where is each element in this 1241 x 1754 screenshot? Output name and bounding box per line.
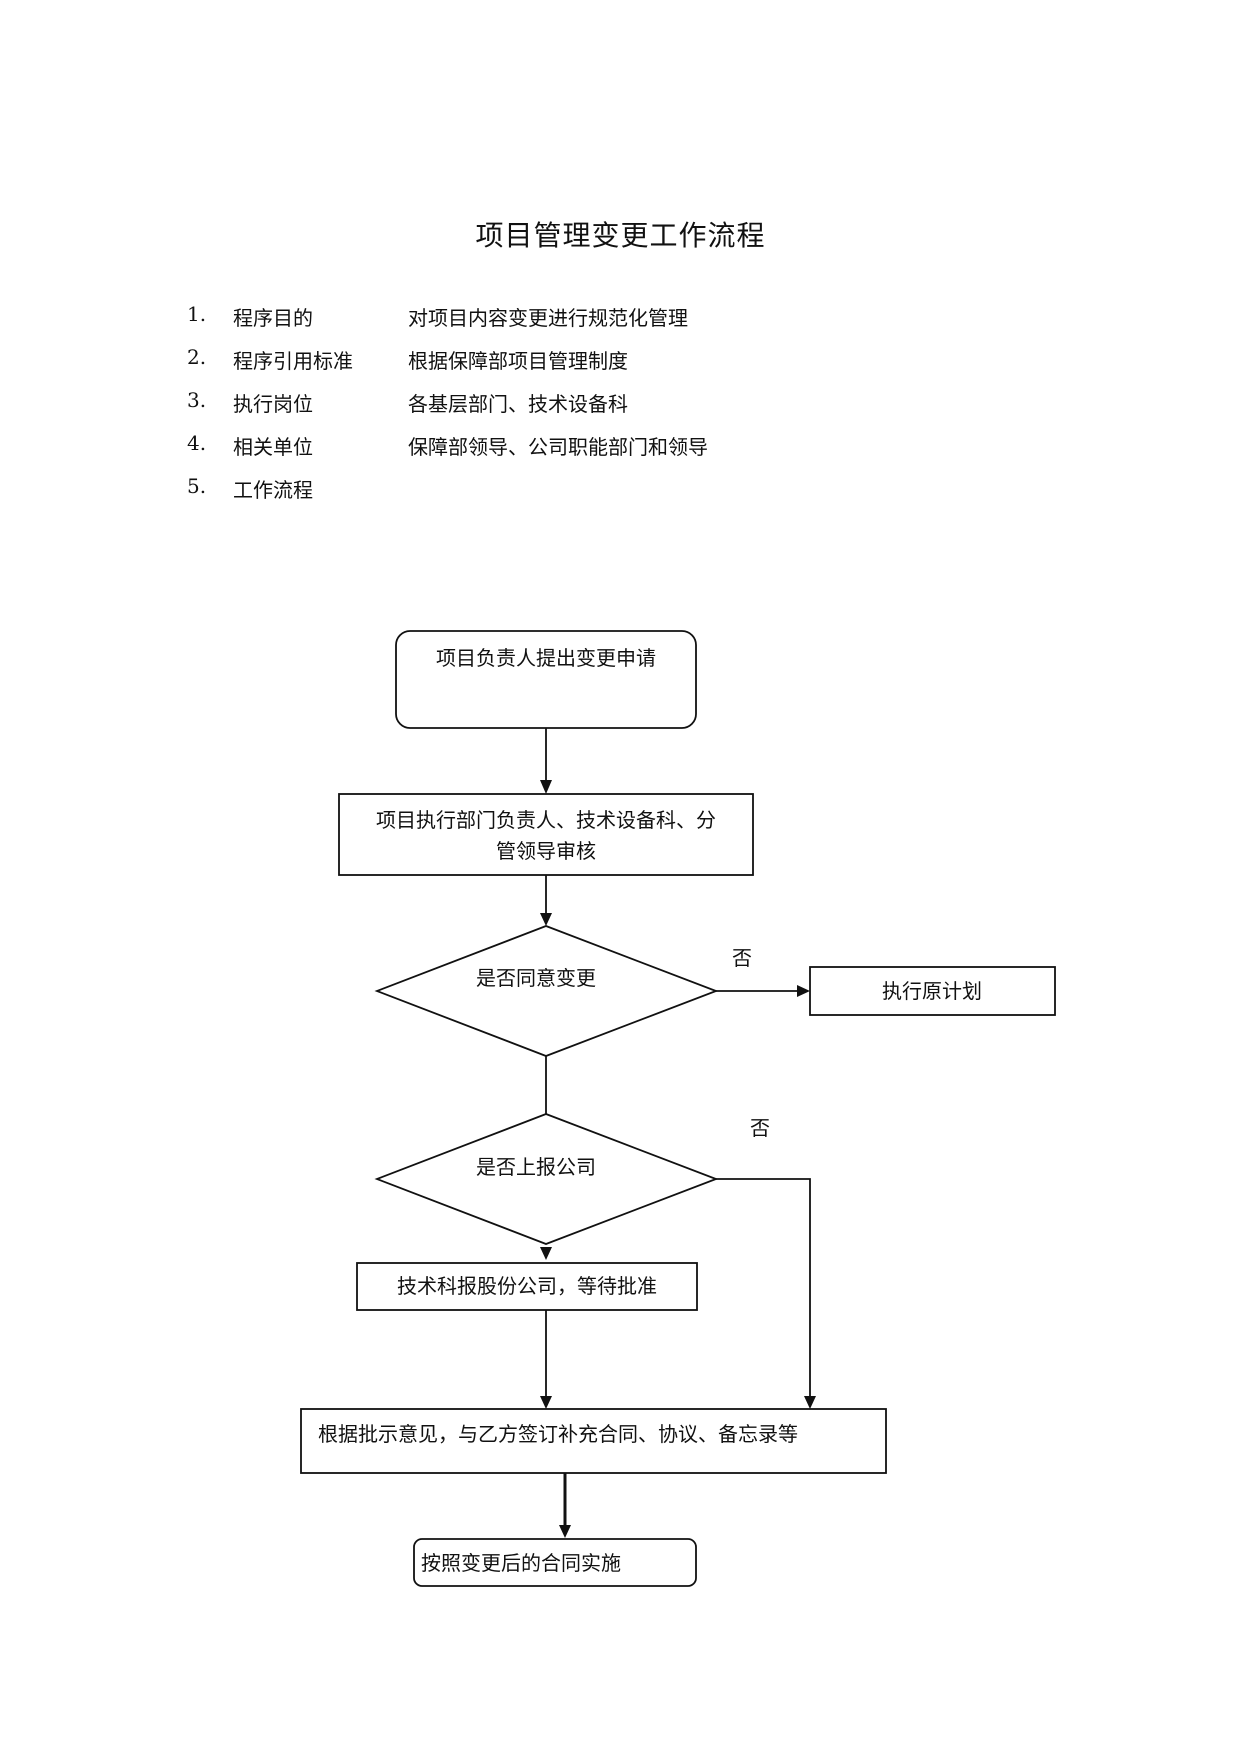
arrowhead — [797, 985, 810, 997]
arrowhead — [540, 1396, 552, 1409]
item-label: 相关单位 — [233, 435, 313, 459]
implement-node-text: 按照变更后的合同实施 — [421, 1551, 621, 1575]
item-number: 5. — [187, 474, 207, 498]
document-title: 项目管理变更工作流程 — [475, 219, 766, 252]
arrowhead — [540, 913, 552, 926]
arrowhead — [559, 1525, 571, 1538]
connector-no-sign-contract — [716, 1178, 811, 1396]
tech-report-node — [356, 1262, 698, 1311]
start-node-text: 项目负责人提出变更申请 — [436, 646, 656, 670]
keep-plan-node — [809, 966, 1056, 1016]
item-value: 对项目内容变更进行规范化管理 — [408, 306, 688, 330]
decision-report-text: 是否上报公司 — [476, 1155, 596, 1179]
item-label: 工作流程 — [233, 478, 313, 502]
item-number: 2. — [187, 345, 207, 369]
tech-report-node-text: 技术科报股份公司，等待批准 — [397, 1274, 657, 1298]
implement-node — [413, 1538, 697, 1587]
decision-agree — [374, 925, 719, 1057]
arrowhead — [540, 780, 552, 794]
arrowhead — [540, 1247, 552, 1260]
item-label: 程序引用标准 — [233, 349, 353, 373]
item-label: 执行岗位 — [233, 392, 313, 416]
review-node-text-line1: 项目执行部门负责人、技术设备科、分 — [376, 808, 716, 832]
item-number: 4. — [187, 431, 207, 455]
item-value: 保障部领导、公司职能部门和领导 — [408, 435, 708, 459]
no-label-2: 否 — [750, 1116, 770, 1140]
item-label: 程序目的 — [233, 306, 313, 330]
sign-contract-node-text: 根据批示意见，与乙方签订补充合同、协议、备忘录等 — [318, 1422, 798, 1446]
review-node-text-line2: 管领导审核 — [496, 839, 596, 863]
item-value: 各基层部门、技术设备科 — [408, 392, 628, 416]
keep-plan-node-text: 执行原计划 — [882, 979, 982, 1003]
item-number: 3. — [187, 388, 207, 412]
decision-report — [374, 1113, 719, 1245]
review-node — [338, 793, 754, 876]
arrowhead — [804, 1396, 816, 1409]
item-value: 根据保障部项目管理制度 — [408, 349, 628, 373]
sign-contract-node — [300, 1408, 887, 1474]
decision-agree-text: 是否同意变更 — [476, 966, 596, 990]
no-label-1: 否 — [732, 946, 752, 970]
item-number: 1. — [187, 302, 207, 326]
